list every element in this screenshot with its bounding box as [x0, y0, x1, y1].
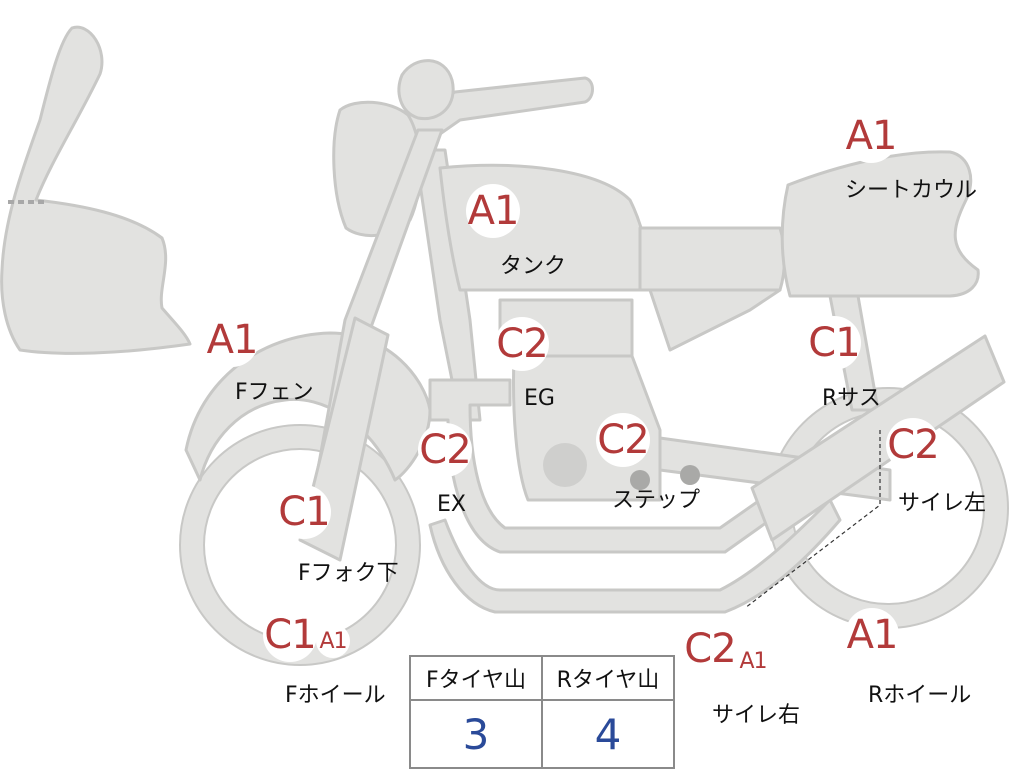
table-cell-front-tire-value: 3 [409, 699, 543, 769]
seat [638, 226, 786, 292]
grade-badge-seat-cowl: A1 [844, 109, 898, 163]
part-label-front-fork-lower: Fフォク下 [298, 561, 399, 586]
part-label-seat-cowl: シートカウル [845, 178, 978, 203]
part-label-silencer-left: サイレ左 [898, 491, 987, 516]
front-cowl [0, 25, 192, 355]
part-label-step: ステップ [612, 488, 701, 513]
part-label-silencer-right: サイレ右 [712, 703, 801, 728]
step-peg [680, 465, 700, 485]
grade-badge-tank: A1 [466, 184, 520, 238]
tire-tread-table: Fタイヤ山 Rタイヤ山 3 4 [409, 655, 675, 769]
grade-badge-rear-wheel: A1 [845, 608, 899, 662]
table-header-front-tire: Fタイヤ山 [409, 655, 543, 701]
part-label-front-fender: Fフェン [235, 380, 314, 405]
grade-badge-silencer-right-secondary: A1 [736, 644, 770, 678]
table-cell-rear-tire-value: 4 [541, 699, 675, 769]
part-label-front-wheel: Fホイール [285, 683, 386, 708]
grade-badge-front-fork-lower: C1 [277, 485, 331, 539]
part-label-tank: タンク [500, 254, 567, 279]
grade-badge-rear-suspension: C1 [807, 316, 861, 370]
part-label-rear-wheel: Rホイール [868, 683, 972, 708]
mirror [397, 59, 455, 121]
part-label-rear-suspension: Rサス [822, 386, 881, 411]
engine-cover [543, 443, 587, 487]
table-header-row: Fタイヤ山 Rタイヤ山 [409, 655, 675, 701]
seat-underside [648, 288, 782, 352]
frame-rail [428, 498, 842, 614]
step-peg [630, 470, 650, 490]
part-label-engine: EG [524, 386, 555, 411]
grade-badge-front-wheel-secondary: A1 [316, 624, 350, 658]
grade-badge-silencer-left: C2 [886, 418, 940, 472]
tail-cowl [780, 150, 980, 298]
part-label-exhaust: EX [437, 492, 466, 517]
grade-badge-exhaust: C2 [418, 423, 472, 477]
grade-badge-engine: C2 [495, 317, 549, 371]
grade-badge-front-wheel: C1 [263, 608, 317, 662]
grade-badge-front-fender: A1 [205, 313, 259, 367]
grade-badge-silencer-right: C2 [683, 622, 737, 676]
table-row: 3 4 [409, 699, 675, 769]
grade-badge-step: C2 [596, 413, 650, 467]
frame-downtube [413, 148, 482, 422]
leader-line [744, 430, 881, 609]
silencer [750, 334, 1006, 542]
table-header-rear-tire: Rタイヤ山 [541, 655, 675, 701]
